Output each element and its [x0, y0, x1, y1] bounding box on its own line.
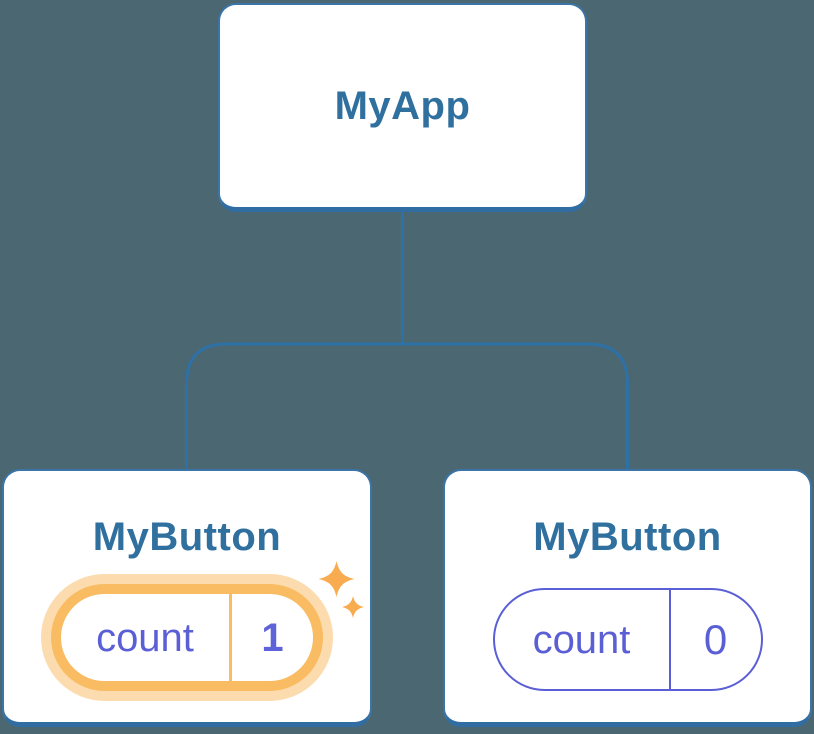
node-mybutton-highlighted: MyButton count 1	[2, 469, 372, 727]
state-pill-highlighted: count 1	[51, 584, 323, 691]
state-key: count	[61, 594, 232, 681]
connector-bracket	[185, 342, 629, 469]
state-value: 0	[703, 615, 728, 663]
state-key: count	[495, 590, 671, 689]
sparkle-small	[342, 596, 364, 618]
node-myapp: MyApp	[218, 3, 587, 212]
state-pill: count 0	[492, 588, 763, 691]
node-title: MyButton	[533, 515, 722, 559]
node-mybutton: MyButton count 0	[443, 469, 812, 727]
sparkle-large	[318, 561, 355, 597]
node-title: MyButton	[92, 515, 282, 559]
node-title: MyApp	[334, 84, 471, 128]
state-value: 1	[261, 615, 284, 660]
